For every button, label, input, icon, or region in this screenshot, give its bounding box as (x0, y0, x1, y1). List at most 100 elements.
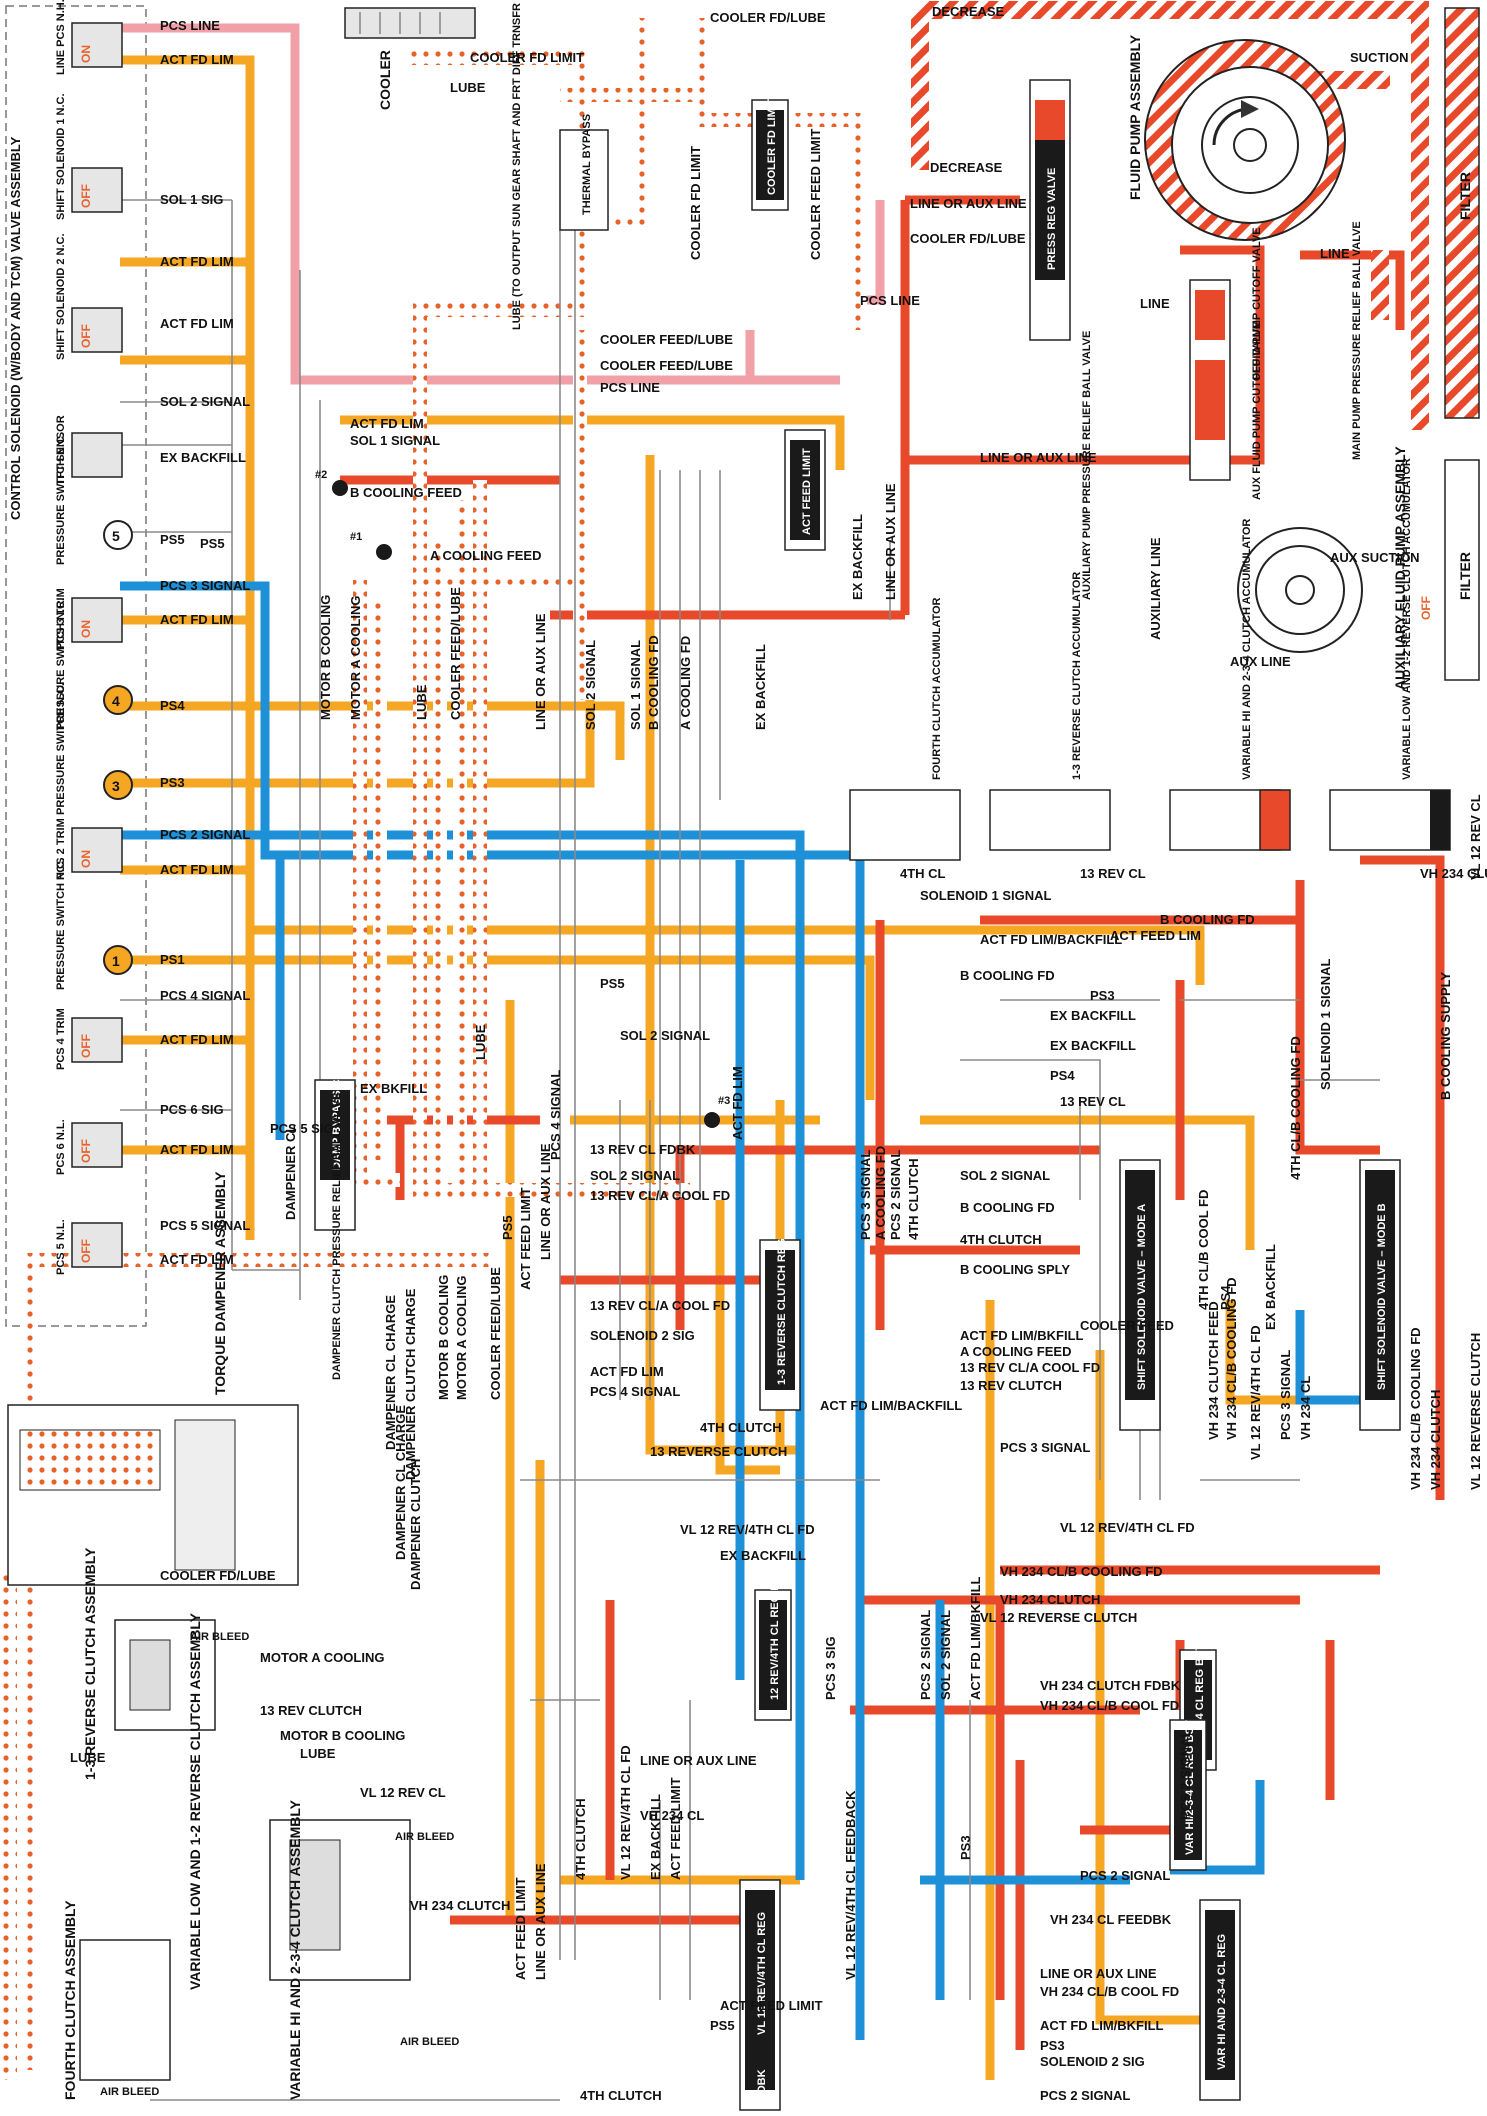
solenoid-state: OFF (79, 1239, 93, 1263)
air-bleed-4: AIR BLEED (100, 2086, 159, 2098)
lube-note: LUBE (TO OUTPUT SUN GEAR SHAFT AND FRT D… (511, 0, 523, 330)
svg-text:PS5: PS5 (160, 532, 185, 547)
svg-text:ACT FEED LIMIT: ACT FEED LIMIT (801, 448, 813, 535)
svg-text:ACT FEED LIM: ACT FEED LIM (1110, 928, 1201, 943)
valve-varhi-reg: VAR HI AND 2-3-4 CL REG (1199, 1899, 1241, 2101)
svg-text:COOLER FEED/LUBE: COOLER FEED/LUBE (488, 1267, 503, 1400)
svg-text:VL 12 REV/4TH CL REG: VL 12 REV/4TH CL REG (756, 1912, 768, 2035)
svg-text:ACT FD LIM: ACT FD LIM (160, 254, 234, 269)
svg-text:ACT FD LIM: ACT FD LIM (730, 1066, 745, 1140)
svg-text:13 REV CL/A COOL FD: 13 REV CL/A COOL FD (590, 1188, 730, 1203)
svg-text:ACT FD LIM: ACT FD LIM (160, 52, 234, 67)
solenoid-body-icon (71, 1017, 123, 1063)
svg-text:PCS 5 SIG: PCS 5 SIG (270, 1121, 334, 1136)
aux-filter (1444, 459, 1480, 681)
svg-text:VL 12 REV/4TH CL FD: VL 12 REV/4TH CL FD (1248, 1325, 1263, 1460)
svg-text:SOLENOID 2 SIG: SOLENOID 2 SIG (1040, 2054, 1145, 2069)
solenoid-3: TFT SENSOR (55, 415, 123, 485)
pressure-switch-number: 5 (112, 528, 120, 544)
svg-text:VH 234 CL: VH 234 CL (1298, 1376, 1313, 1440)
varlow-accum-label: VARIABLE LOW AND 1-2 REVERSE CLUTCH ACCU… (1401, 458, 1413, 780)
svg-text:VL 12 REV/4TH CL FEEDBACK: VL 12 REV/4TH CL FEEDBACK (843, 1790, 858, 1980)
svg-text:PS5: PS5 (600, 976, 625, 991)
svg-text:COOLER FEED: COOLER FEED (1080, 1318, 1174, 1333)
svg-text:DAMPENER CL CHARGE: DAMPENER CL CHARGE (393, 1405, 408, 1560)
svg-text:B COOLING SPLY: B COOLING SPLY (960, 1262, 1070, 1277)
svg-text:PS4: PS4 (160, 698, 185, 713)
control-solenoid-label: CONTROL SOLENOID (W/BODY AND TCM) VALVE … (8, 136, 23, 520)
svg-text:PRESS REG VALVE: PRESS REG VALVE (1046, 168, 1058, 270)
aux-pump-label: AUXILIARY FLUID PUMP ASSEMBLY (1392, 446, 1408, 690)
svg-text:ACT FD LIM: ACT FD LIM (160, 1142, 234, 1157)
pressure-switch-icon (103, 520, 133, 550)
svg-text:LINE OR AUX LINE: LINE OR AUX LINE (883, 483, 898, 600)
svg-text:AUX LINE: AUX LINE (1230, 654, 1291, 669)
svg-text:PCS 3 SIG: PCS 3 SIG (823, 1636, 838, 1700)
cooler (344, 7, 476, 39)
svg-text:VL 12 REVERSE CLUTCH: VL 12 REVERSE CLUTCH (1468, 1333, 1483, 1490)
svg-text:4TH CLUTCH: 4TH CLUTCH (960, 1232, 1042, 1247)
svg-text:PS4: PS4 (1050, 1068, 1075, 1083)
main-filter (1444, 7, 1480, 419)
svg-text:13 REVERSE CLUTCH: 13 REVERSE CLUTCH (650, 1444, 787, 1459)
svg-text:13 REV CLUTCH: 13 REV CLUTCH (960, 1378, 1062, 1393)
svg-text:13 REV CL/A COOL FD: 13 REV CL/A COOL FD (960, 1360, 1100, 1375)
svg-text:VH 234 CL/B COOLING FD: VH 234 CL/B COOLING FD (1000, 1564, 1163, 1579)
valve-cooler-fd-limit: COOLER FD LIMIT (751, 98, 789, 211)
svg-text:LINE: LINE (1140, 296, 1170, 311)
svg-text:AUXILIARY LINE: AUXILIARY LINE (1148, 537, 1163, 640)
svg-text:ACT FD LIM/BKFILL: ACT FD LIM/BKFILL (960, 1328, 1084, 1343)
svg-text:VH 234 CL FEEDBK: VH 234 CL FEEDBK (1050, 1912, 1172, 1927)
svg-text:MOTOR B COOLING: MOTOR B COOLING (280, 1728, 405, 1743)
svg-text:PCS 2 SIGNAL: PCS 2 SIGNAL (1040, 2088, 1130, 2103)
svg-text:LUBE: LUBE (300, 1746, 336, 1761)
svg-text:PCS 4 SIGNAL: PCS 4 SIGNAL (548, 1070, 563, 1160)
svg-text:EX BKFILL: EX BKFILL (360, 1081, 427, 1096)
svg-text:SOL 2 SIGNAL: SOL 2 SIGNAL (160, 394, 250, 409)
svg-text:PCS 3 SIGNAL: PCS 3 SIGNAL (160, 578, 250, 593)
svg-text:ACT FEED LIMIT: ACT FEED LIMIT (518, 1187, 533, 1290)
svg-text:COOLER FD/LUBE: COOLER FD/LUBE (710, 10, 826, 25)
solenoid-state: ON (79, 45, 93, 63)
solenoid-state: OFF (79, 1139, 93, 1163)
svg-text:MOTOR B COOLING: MOTOR B COOLING (436, 1275, 451, 1400)
svg-text:13 REV CL/A COOL FD: 13 REV CL/A COOL FD (590, 1298, 730, 1313)
svg-text:4TH CLUTCH: 4TH CLUTCH (573, 1798, 588, 1880)
solenoid-body-icon (71, 167, 123, 213)
valve-press-reg: PRESS REG VALVE (1029, 79, 1071, 341)
svg-text:PS5: PS5 (500, 1215, 515, 1240)
svg-text:PS3: PS3 (1040, 2038, 1065, 2053)
svg-text:LINE OR AUX LINE: LINE OR AUX LINE (1040, 1966, 1157, 1981)
pressure-switch-number: 3 (112, 778, 120, 794)
svg-text:ACT FD LIM/BACKFILL: ACT FD LIM/BACKFILL (980, 932, 1122, 947)
svg-text:ACT FD LIM: ACT FD LIM (160, 862, 234, 877)
pressure-switch-icon (103, 770, 133, 800)
valve-fluid-pump-cutoff (1189, 279, 1231, 481)
svg-text:VH 234 CLUTCH FEED: VH 234 CLUTCH FEED (1206, 1301, 1221, 1440)
aux-pump (1237, 527, 1363, 653)
svg-text:SUCTION: SUCTION (1350, 50, 1409, 65)
thermal-bypass-label: THERMAL BYPASS (581, 114, 593, 215)
svg-text:VL 12 REVERSE CLUTCH: VL 12 REVERSE CLUTCH (980, 1610, 1137, 1625)
svg-text:LUBE: LUBE (70, 1750, 106, 1765)
svg-text:13 REV CLUTCH: 13 REV CLUTCH (260, 1703, 362, 1718)
filter-label: FILTER (1457, 172, 1473, 220)
solenoid-label: PRESSURE SWITCH N.C. (55, 858, 67, 990)
svg-text:COOLER FEED/LUBE: COOLER FEED/LUBE (600, 358, 733, 373)
control-solenoid-box (5, 5, 147, 1327)
rev13-clutch (114, 1619, 216, 1731)
svg-text:DECREASE: DECREASE (930, 160, 1003, 175)
fourth-clutch-label: FOURTH CLUTCH ASSEMBLY (62, 1900, 78, 2100)
svg-text:COOLER FEED/LUBE: COOLER FEED/LUBE (600, 332, 733, 347)
svg-text:SOL 2 SIGNAL: SOL 2 SIGNAL (938, 1610, 953, 1700)
solenoid-label: PCS 5 N.L. (55, 1219, 67, 1275)
svg-text:VH 234 CL/B COOL FD: VH 234 CL/B COOL FD (1040, 1698, 1179, 1713)
varlow-clutch-label: VARIABLE LOW AND 1-2 REVERSE CLUTCH ASSE… (187, 1612, 203, 1990)
svg-text:ACT FD LIM: ACT FD LIM (160, 316, 234, 331)
svg-text:ACT FEED LIMIT: ACT FEED LIMIT (668, 1777, 683, 1880)
svg-text:ACT FD LIM: ACT FD LIM (590, 1364, 664, 1379)
